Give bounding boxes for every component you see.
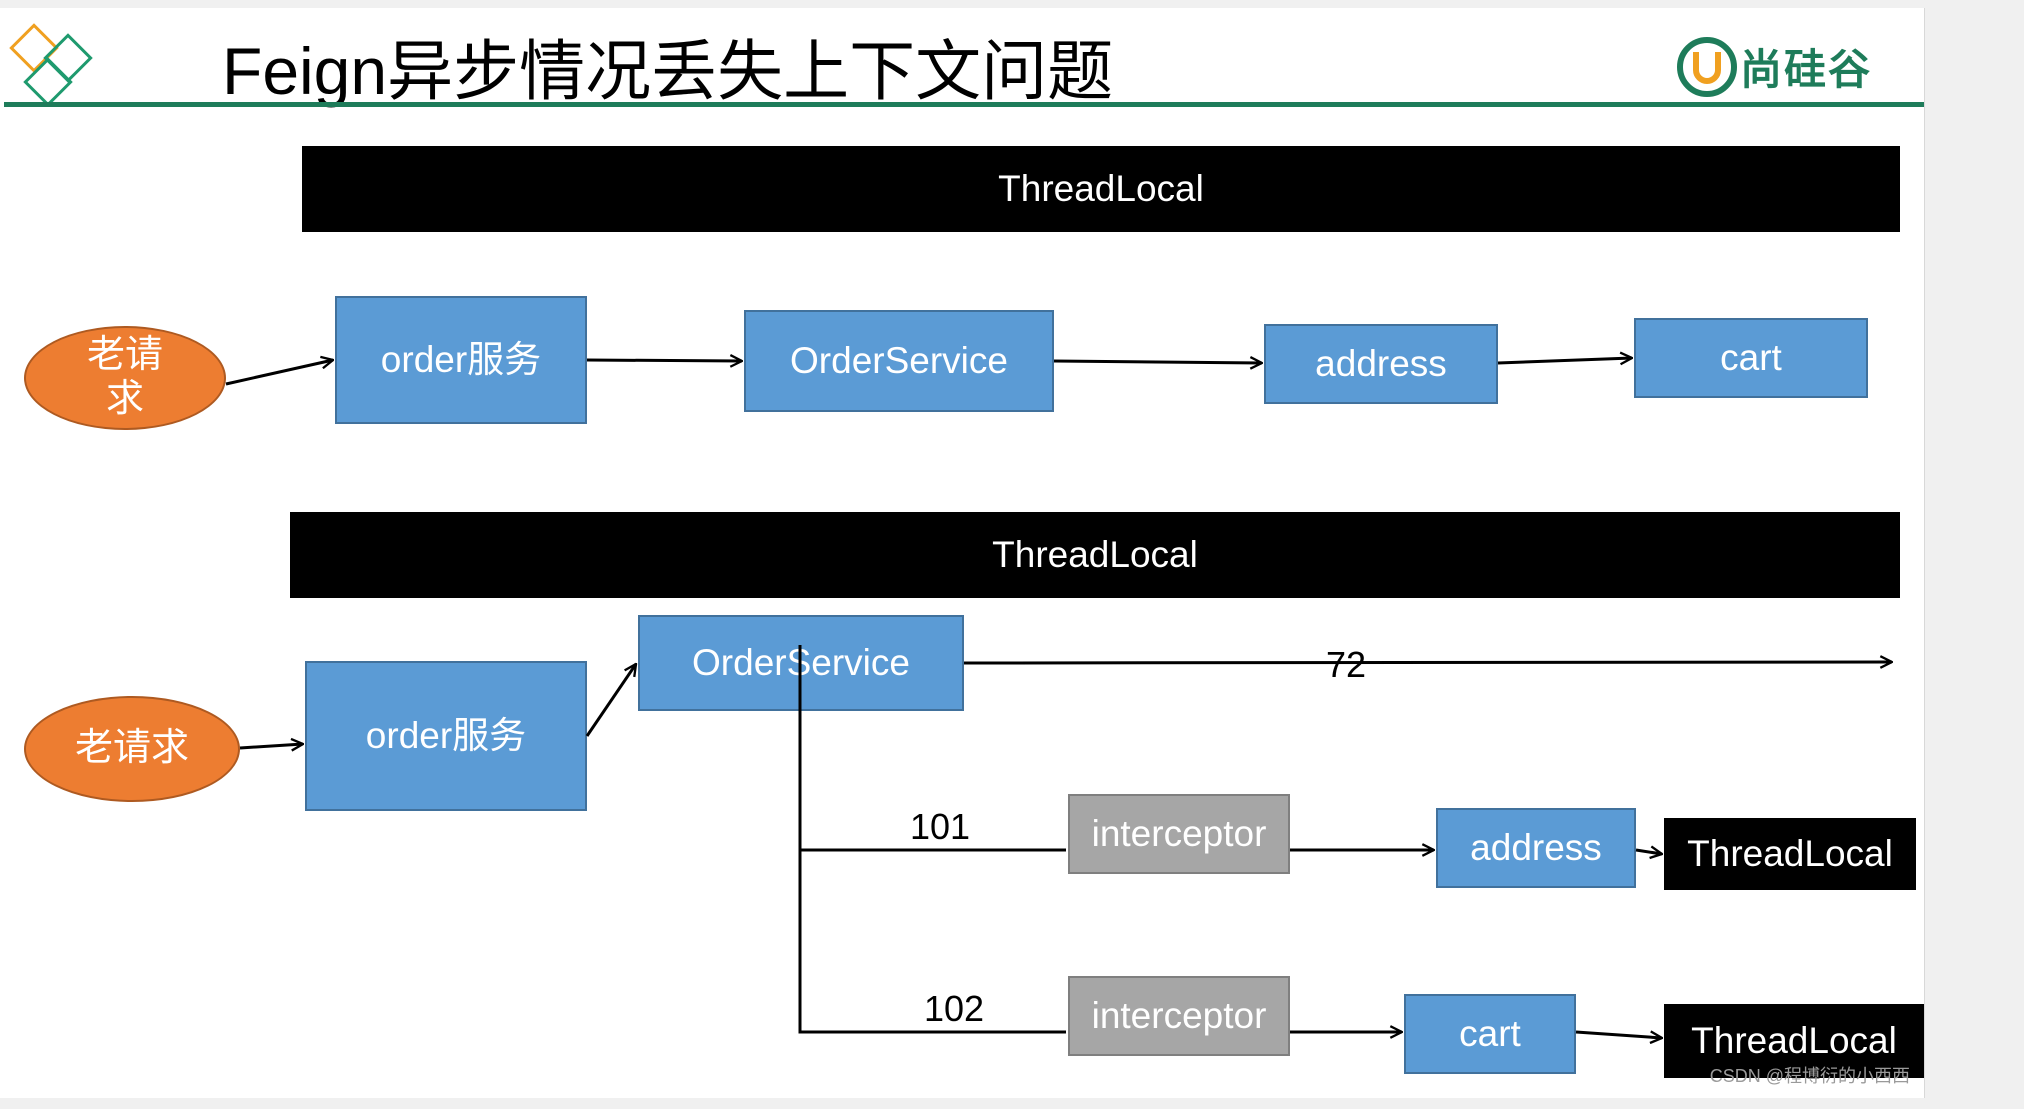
old-request-ellipse-2: 老请求: [24, 696, 240, 802]
threadlocal-box-101: ThreadLocal: [1664, 818, 1916, 890]
arrow-orderservice-to-address-1: [1053, 361, 1262, 363]
brand-u-icon: [1677, 37, 1737, 97]
arrow-main-thread-72: [963, 662, 1892, 663]
order-service-box-2: order服务: [305, 661, 587, 811]
slide-title: Feign异步情况丢失上下文问题: [222, 34, 1114, 108]
csdn-watermark: CSDN @程博衍的小西西: [1709, 1066, 1910, 1086]
order-service-box-1: order服务: [335, 296, 587, 424]
connector-lines: [225, 8, 1924, 1098]
branch-trunk-line: [798, 645, 1066, 1034]
arrow-order-to-orderservice-1: [586, 360, 742, 361]
arrow-request-to-order-1: [225, 360, 333, 386]
arrow-order-to-orderservice-2: [585, 664, 636, 737]
old-request-ellipse-1: 老请求: [24, 326, 226, 430]
interceptor-box-1: interceptor: [1068, 794, 1290, 874]
title-rule: [4, 102, 1924, 107]
cart-box-1: cart: [1634, 318, 1868, 398]
brand-logo-text: 尚硅谷: [1740, 46, 1873, 93]
threadlocal-box-102: ThreadLocal: [1664, 1004, 1924, 1078]
slide: Feign异步情况丢失上下文问题 尚硅谷 ThreadLocal 老请求 ord…: [0, 8, 1925, 1098]
interceptor-box-2: interceptor: [1068, 976, 1290, 1056]
old-request-label-1: 老请求: [86, 334, 163, 420]
address-box-1: address: [1264, 324, 1498, 404]
diamond-logo-icon: [9, 23, 93, 107]
threadlocal-band-2: ThreadLocal: [290, 512, 1900, 598]
address-box-2: address: [1436, 808, 1636, 888]
thread-101-label: 101: [910, 806, 971, 847]
thread-102-label: 102: [924, 988, 985, 1029]
arrow-request-to-order-2: [239, 744, 303, 748]
cart-box-2: cart: [1404, 994, 1576, 1074]
thread-72-label: 72: [1326, 644, 1367, 685]
arrow-address-to-threadlocal: [1635, 850, 1662, 854]
threadlocal-band-1: ThreadLocal: [302, 146, 1900, 232]
arrow-address-to-cart-1: [1497, 358, 1632, 363]
orderservice-box-1: OrderService: [744, 310, 1054, 412]
arrow-cart-to-threadlocal: [1575, 1032, 1662, 1038]
